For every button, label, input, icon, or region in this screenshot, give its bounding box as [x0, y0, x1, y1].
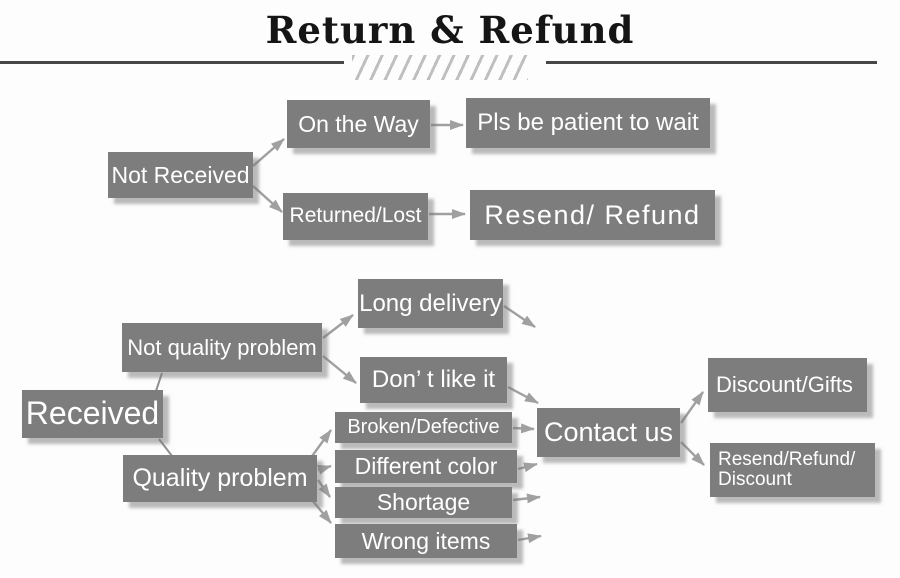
arrow-notquality-to-longdelivery: [322, 314, 354, 339]
arrow-contactus-to-discountgifts: [680, 391, 704, 424]
arrow-dontlikeit-to-contactus: [507, 385, 539, 405]
arrow-broken-to-contactus: [512, 423, 535, 434]
node-received: Received: [22, 390, 163, 438]
node-dont-like-it: Don’ t like it: [360, 357, 507, 403]
node-not-received: Not Received: [108, 152, 253, 198]
node-contact-us: Contact us: [537, 408, 680, 457]
node-pls-be-patient: Pls be patient to wait: [466, 98, 710, 148]
arrow-notreceived-to-ontheway: [252, 138, 285, 167]
node-shortage: Shortage: [335, 487, 512, 518]
node-returned-lost: Returned/Lost: [283, 193, 428, 240]
arrow-longdelivery-out: [503, 305, 536, 328]
node-wrong-items: Wrong items: [335, 524, 517, 558]
arrow-quality-to-broken: [309, 429, 332, 460]
arrow-wrongitems-out: [517, 533, 542, 544]
header-hatch-decoration: [352, 55, 528, 80]
node-on-the-way: On the Way: [287, 100, 430, 148]
node-not-quality-problem: Not quality problem: [122, 323, 322, 372]
node-resend-refund-discount-line2: Discount: [718, 469, 792, 490]
line-received-to-quality: [158, 438, 173, 457]
arrow-shortage-out: [512, 493, 541, 504]
node-resend-refund-discount: Resend/Refund/ Discount: [710, 443, 875, 497]
page-title: Return & Refund: [265, 8, 635, 52]
header-rule-left: [0, 61, 344, 64]
node-quality-problem: Quality problem: [123, 455, 317, 502]
arrow-quality-to-shortage: [317, 479, 331, 498]
node-resend-refund-discount-line1: Resend/Refund/: [718, 449, 856, 471]
arrow-notreceived-to-returnedlost: [252, 185, 283, 213]
node-different-color: Different color: [335, 450, 517, 483]
arrow-quality-to-differentcolor: [317, 464, 332, 475]
line-notquality-to-received: [155, 372, 163, 392]
header-rule-right: [546, 61, 877, 64]
arrow-notquality-to-dontlikeit: [322, 355, 357, 384]
arrow-differentcolor-out: [517, 462, 538, 473]
arrow-quality-to-wrongitems: [311, 499, 332, 524]
arrow-contactus-to-resendrefunddiscount: [680, 441, 705, 466]
node-discount-gifts: Discount/Gifts: [708, 358, 867, 412]
node-resend-refund: Resend/ Refund: [470, 190, 715, 240]
node-broken-defective: Broken/Defective: [335, 412, 512, 443]
node-long-delivery: Long delivery: [358, 279, 503, 328]
